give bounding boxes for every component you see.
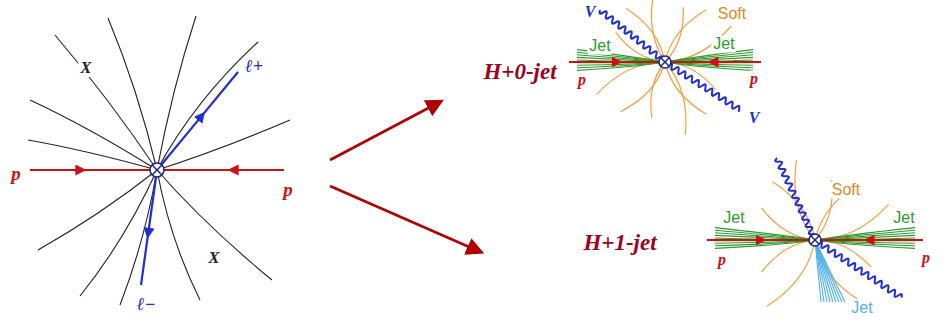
beam-label: p	[281, 180, 295, 200]
jet-label: Jet	[721, 210, 746, 227]
vertex-circle	[659, 56, 671, 68]
jet-label: Jet	[587, 38, 612, 55]
hadron-track	[28, 140, 157, 170]
collinear-jet	[665, 52, 753, 62]
vertex-cross	[811, 236, 819, 244]
vector-boson	[665, 62, 740, 112]
beam-label: p	[716, 252, 728, 269]
boson-label: V	[747, 110, 762, 127]
final-state-label: X	[78, 59, 93, 77]
beam-label: p	[748, 71, 760, 88]
vertex-cross	[152, 165, 162, 175]
hadron-track	[157, 170, 200, 300]
collinear-jet	[715, 228, 815, 240]
hadron-track	[38, 170, 157, 250]
soft-label: Soft	[716, 6, 748, 23]
vertex-circle	[809, 234, 821, 246]
collinear-jet	[715, 240, 815, 248]
beam-label: p	[920, 250, 932, 267]
collinear-jet	[665, 50, 753, 62]
vertex-circle	[150, 163, 164, 177]
beam-label: p	[576, 72, 588, 89]
vertex-cross	[661, 58, 669, 66]
lepton-label: ℓ+	[243, 57, 265, 76]
vector-boson	[815, 240, 902, 298]
vertex-cross	[811, 236, 819, 244]
proton-beam	[815, 239, 923, 241]
hadron-track	[30, 100, 157, 170]
recoil-jet	[815, 240, 845, 302]
vertex-cross	[661, 58, 669, 66]
soft-radiation	[621, 62, 665, 112]
lepton-label: ℓ−	[135, 295, 158, 314]
jet-label: Jet	[891, 210, 916, 227]
vertex-cross	[152, 165, 162, 175]
transition-arrow	[330, 104, 436, 160]
soft-radiation	[665, 10, 706, 62]
final-state-label: X	[206, 249, 221, 267]
soft-radiation	[651, 62, 665, 118]
lepton-track	[141, 170, 157, 285]
collinear-jet	[815, 240, 915, 248]
hadron-track	[120, 170, 157, 305]
jet-label: Jet	[849, 300, 874, 317]
collinear-jet	[815, 230, 915, 240]
soft-radiation	[767, 240, 815, 306]
hadron-track	[108, 18, 157, 170]
process-label: H+1-jet	[581, 231, 658, 255]
vector-boson	[775, 158, 816, 241]
soft-label: Soft	[830, 182, 862, 199]
lepton-track	[157, 72, 238, 170]
boson-label: V	[583, 4, 598, 21]
hadron-track	[80, 170, 157, 296]
proton-beam	[30, 169, 157, 171]
hadron-track	[55, 35, 157, 170]
process-label: H+0-jet	[481, 60, 558, 84]
collision-event	[28, 16, 290, 305]
hadron-track	[157, 170, 272, 280]
jet-label: Jet	[711, 36, 736, 53]
transition-arrow	[330, 186, 476, 250]
collinear-jet	[815, 228, 915, 240]
jet-event	[707, 158, 923, 306]
proton-beam	[665, 61, 761, 63]
transition-arrows	[330, 104, 476, 250]
beam-label: p	[9, 164, 23, 184]
proton-beam	[569, 61, 665, 63]
collinear-jet	[577, 62, 665, 70]
proton-beam	[157, 169, 284, 171]
jet-event	[569, 0, 761, 135]
collinear-jet	[715, 230, 815, 240]
proton-beam	[707, 239, 815, 241]
